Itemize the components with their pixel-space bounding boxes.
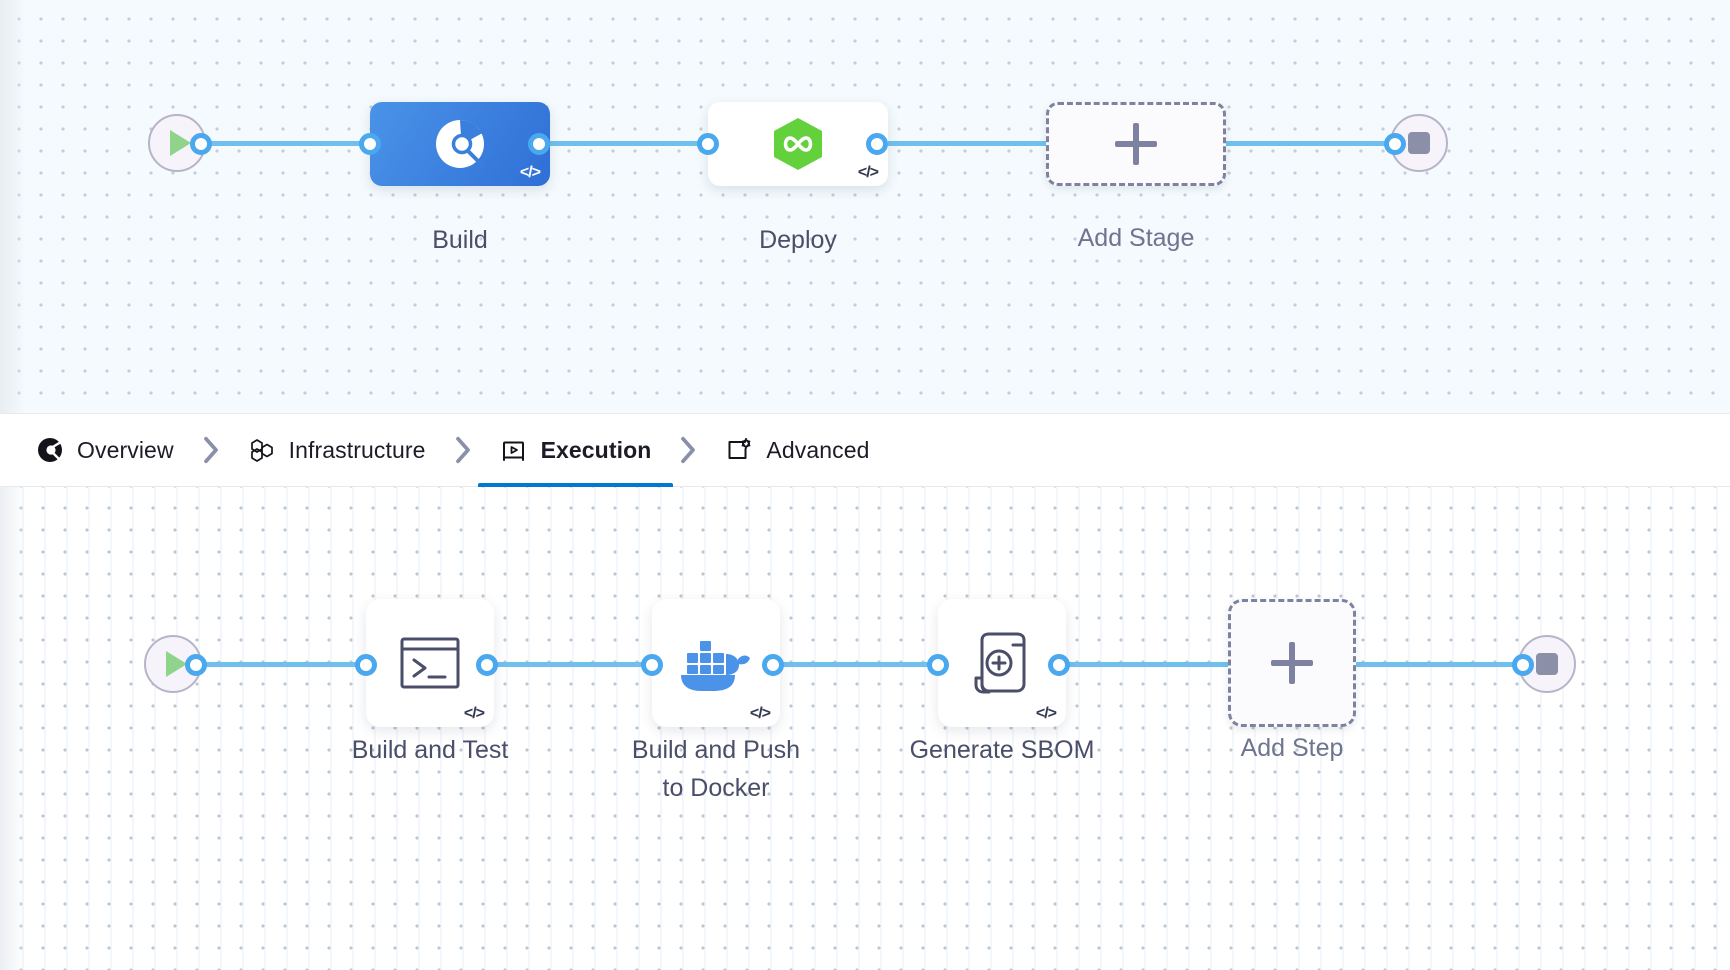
stop-icon	[1536, 653, 1558, 675]
port-deploy-out[interactable]	[866, 133, 888, 155]
stage-node-build[interactable]: </>	[370, 102, 550, 186]
port-sbom-in[interactable]	[927, 654, 949, 676]
port-docker-in[interactable]	[641, 654, 663, 676]
infrastructure-icon	[250, 439, 273, 462]
edge-addstage-to-end	[1214, 141, 1394, 146]
tab-advanced[interactable]: Advanced	[721, 414, 873, 487]
edge-start-to-build-and-test	[195, 662, 372, 667]
step-label-generate-sbom: Generate SBOM	[909, 736, 1095, 764]
chevron-right-icon	[455, 436, 470, 464]
code-badge-icon: </>	[519, 164, 541, 181]
steps-start-node[interactable]	[144, 635, 202, 693]
stage-tab-bar[interactable]: Overview Infrastructure Execution	[0, 414, 1730, 487]
port-docker-out[interactable]	[762, 654, 784, 676]
stage-graph-canvas[interactable]: </> Build </> Deploy Add Stage	[0, 0, 1730, 414]
tab-overview[interactable]: Overview	[32, 414, 178, 487]
stage-label-deploy: Deploy	[759, 226, 837, 254]
chevron-right-icon	[681, 436, 696, 464]
tab-separator-1	[178, 435, 244, 465]
edge-add-step-to-end	[1355, 662, 1525, 667]
plus-icon	[1271, 642, 1313, 684]
tab-separator-2	[430, 435, 496, 465]
port-build-out[interactable]	[528, 133, 550, 155]
port-start-out[interactable]	[190, 133, 212, 155]
port-end-in[interactable]	[1384, 133, 1406, 155]
tab-execution[interactable]: Execution	[477, 414, 674, 487]
overview-icon	[38, 438, 63, 463]
play-icon	[165, 651, 187, 677]
docker-icon	[681, 641, 750, 691]
tab-separator-3	[655, 435, 721, 465]
tab-label-execution: Execution	[540, 436, 652, 463]
advanced-icon	[728, 437, 751, 459]
edge-build-and-test-to-docker	[486, 662, 663, 667]
add-stage-button[interactable]	[1046, 102, 1226, 186]
stage-label-build: Build	[432, 226, 488, 254]
step-label-build-and-push-to-docker: Build and Push to Docker	[631, 736, 801, 802]
terminal-icon	[400, 637, 460, 689]
stage-node-deploy[interactable]: </>	[708, 102, 888, 186]
chevron-right-icon	[203, 436, 218, 464]
harness-cd-icon	[774, 118, 822, 170]
port-sbom-out[interactable]	[1048, 654, 1070, 676]
port-build-in[interactable]	[359, 133, 381, 155]
edge-build-to-deploy	[538, 141, 718, 146]
tab-label-advanced: Advanced	[766, 436, 870, 463]
tab-infrastructure[interactable]: Infrastructure	[244, 414, 430, 487]
step-node-build-and-test[interactable]: </>	[366, 599, 494, 727]
edge-deploy-to-addstage	[876, 141, 1058, 146]
plus-icon	[1115, 123, 1157, 165]
step-node-build-and-push-to-docker[interactable]: </>	[652, 599, 780, 727]
tab-label-overview: Overview	[77, 436, 174, 463]
edge-docker-to-sbom	[772, 662, 949, 667]
step-graph-canvas[interactable]: </> Build and Test </> Build and Push to…	[0, 487, 1730, 970]
edge-sbom-to-add-step	[1058, 662, 1236, 667]
tab-label-infrastructure: Infrastructure	[288, 436, 426, 463]
port-build-and-test-in[interactable]	[355, 654, 377, 676]
edge-start-to-build	[200, 141, 372, 146]
step-node-generate-sbom[interactable]: </>	[938, 599, 1066, 727]
port-steps-start-out[interactable]	[185, 654, 207, 676]
play-icon	[169, 130, 191, 156]
code-badge-icon: </>	[749, 705, 771, 722]
port-build-and-test-out[interactable]	[476, 654, 498, 676]
code-badge-icon: </>	[1035, 705, 1057, 722]
sbom-scroll-icon	[974, 632, 1026, 694]
step-label-add-step: Add Step	[1240, 734, 1344, 762]
code-badge-icon: </>	[857, 164, 879, 181]
harness-ci-icon	[436, 119, 484, 168]
port-deploy-in[interactable]	[697, 133, 719, 155]
code-badge-icon: </>	[463, 705, 485, 722]
stop-icon	[1408, 132, 1430, 154]
execution-icon	[502, 441, 524, 461]
stage-label-add-stage: Add Stage	[1077, 224, 1195, 252]
port-steps-end-in[interactable]	[1512, 654, 1534, 676]
add-step-button[interactable]	[1228, 599, 1356, 727]
step-label-build-and-test: Build and Test	[351, 736, 509, 764]
